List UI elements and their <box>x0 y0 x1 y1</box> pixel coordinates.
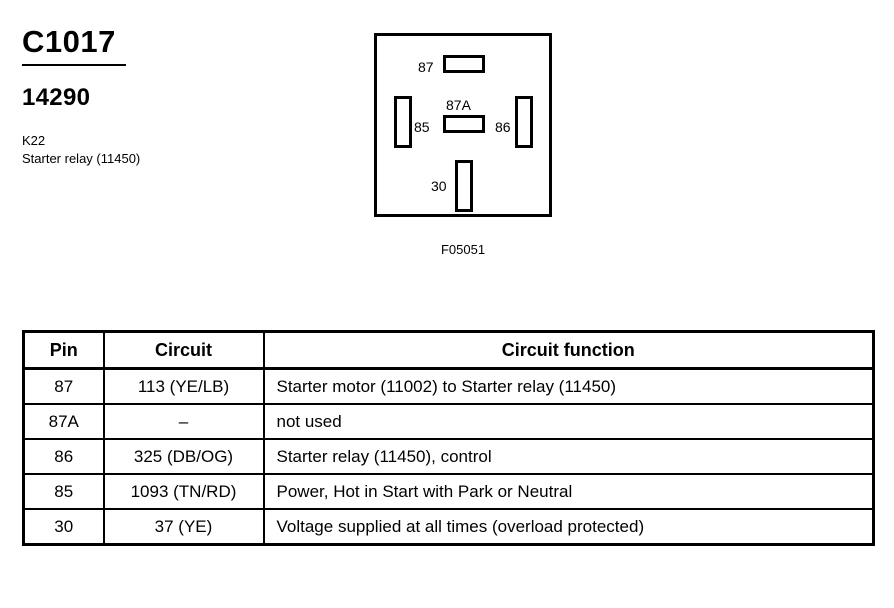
pin-label-87a: 87A <box>446 97 471 113</box>
pin-assignment-table: Pin Circuit Circuit function 87 113 (YE/… <box>22 330 875 546</box>
table-row: 30 37 (YE) Voltage supplied at all times… <box>22 508 875 546</box>
connector-id-underline <box>22 64 126 66</box>
connector-id: C1017 <box>22 24 116 59</box>
terminal-blade-87a <box>443 115 485 133</box>
cell-circuit: 1093 (TN/RD) <box>102 473 265 510</box>
component-name: Starter relay (11450) <box>22 151 141 167</box>
cell-function: Starter motor (11002) to Starter relay (… <box>262 367 875 405</box>
terminal-blade-30 <box>455 160 473 212</box>
terminal-blade-85 <box>394 96 412 148</box>
pin-label-85: 85 <box>414 119 430 135</box>
table-row: 85 1093 (TN/RD) Power, Hot in Start with… <box>22 473 875 510</box>
cell-circuit: 113 (YE/LB) <box>102 367 265 405</box>
cell-pin: 85 <box>22 473 105 510</box>
cell-circuit: 37 (YE) <box>102 508 265 546</box>
table-header-row: Pin Circuit Circuit function <box>22 330 875 370</box>
table-row: 87 113 (YE/LB) Starter motor (11002) to … <box>22 367 875 405</box>
part-number: 14290 <box>22 84 91 111</box>
cell-function: Starter relay (11450), control <box>262 438 875 475</box>
column-header-pin: Pin <box>22 330 105 370</box>
cell-pin: 87 <box>22 367 105 405</box>
cell-pin: 30 <box>22 508 105 546</box>
terminal-blade-86 <box>515 96 533 148</box>
cell-circuit: – <box>102 403 265 440</box>
pin-label-87: 87 <box>418 59 434 75</box>
column-header-function: Circuit function <box>262 330 875 370</box>
pin-label-86: 86 <box>495 119 511 135</box>
component-code: K22 <box>22 133 46 148</box>
cell-function: not used <box>262 403 875 440</box>
connector-identification-block: C1017 14290 K22 Starter relay (11450) <box>22 26 322 168</box>
cell-pin: 87A <box>22 403 105 440</box>
terminal-blade-87 <box>443 55 485 73</box>
table-row: 86 325 (DB/OG) Starter relay (11450), co… <box>22 438 875 475</box>
pin-label-30: 30 <box>431 178 447 194</box>
table-row: 87A – not used <box>22 403 875 440</box>
relay-connector-diagram: 87 87A 85 86 30 <box>374 33 552 217</box>
cell-circuit: 325 (DB/OG) <box>102 438 265 475</box>
column-header-circuit: Circuit <box>102 330 265 370</box>
figure-caption: F05051 <box>440 242 486 257</box>
cell-function: Power, Hot in Start with Park or Neutral <box>262 473 875 510</box>
cell-function: Voltage supplied at all times (overload … <box>262 508 875 546</box>
cell-pin: 86 <box>22 438 105 475</box>
